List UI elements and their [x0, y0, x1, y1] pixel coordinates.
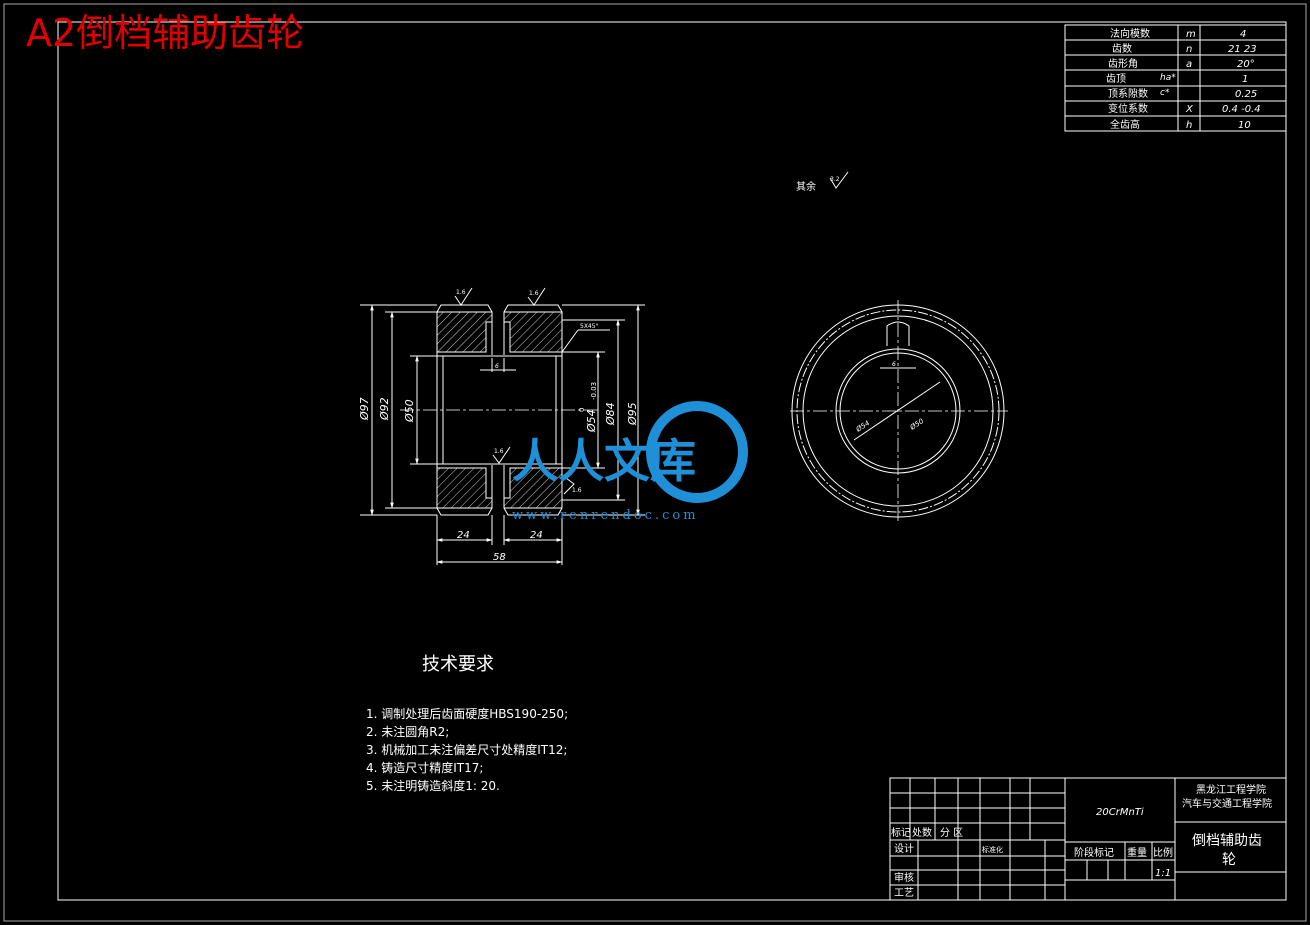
- end-view: 6 Ø54 Ø50: [790, 300, 1008, 522]
- dim-d97: Ø97: [358, 397, 371, 421]
- param-symbol: ha*: [1160, 73, 1176, 83]
- dim-w24-right: 24: [530, 530, 543, 541]
- dim-d95: Ø95: [626, 402, 639, 426]
- param-value: 10: [1238, 120, 1251, 131]
- param-name: 齿顶: [1106, 73, 1126, 85]
- gear-param-table: 法向模数 m 4 齿数 n 21 23 齿形角 a 20° 齿顶 ha* 1 顶…: [1064, 24, 1287, 132]
- tb-scale-value: 1:1: [1155, 868, 1171, 879]
- tech-req-item: 5. 未注明铸造斜度1: 20.: [366, 778, 500, 793]
- tech-req-item: 3. 机械加工未注偏差尺寸处精度IT12;: [366, 742, 567, 757]
- hatch-top-right: [503, 311, 563, 353]
- tb-label-zone: 分 区: [940, 827, 963, 839]
- roughness-bottom: 1.6: [494, 448, 504, 455]
- dim-d84: Ø84: [604, 402, 617, 426]
- param-symbol: m: [1186, 29, 1196, 40]
- dim-d54: Ø54: [585, 409, 598, 433]
- tb-label-process: 工艺: [894, 887, 914, 899]
- watermark-logo-ring: [646, 401, 748, 503]
- tech-requirements: 技术要求 1. 调制处理后齿面硬度HBS190-250; 2. 未注圆角R2; …: [366, 654, 568, 793]
- tech-req-title: 技术要求: [422, 654, 494, 675]
- param-symbol: h: [1186, 120, 1192, 131]
- tech-req-item: 2. 未注圆角R2;: [366, 724, 449, 739]
- dim-slot6: 6: [495, 363, 499, 370]
- param-value: 21 23: [1228, 44, 1257, 55]
- roughness-note-text: 其余: [796, 180, 816, 193]
- tb-label-design: 设计: [894, 842, 914, 855]
- roughness-note-value: 3.2: [830, 176, 840, 183]
- roughness-side: 1.6: [572, 487, 582, 494]
- param-value: 0.4 -0.4: [1222, 104, 1261, 115]
- roughness-top-right: 1.6: [529, 290, 539, 297]
- dim-d50: Ø50: [403, 399, 416, 423]
- sheet-inner-border: [57, 21, 1287, 901]
- title-block: 20CrMnTi 黑龙江工程学院 汽车与交通工程学院 倒档辅助齿 轮 标记 处数…: [889, 777, 1287, 901]
- param-name: 变位系数: [1108, 102, 1148, 115]
- tb-material: 20CrMnTi: [1096, 807, 1144, 818]
- watermark-url: www.renrendoc.com: [512, 508, 699, 523]
- tb-school-line2: 汽车与交通工程学院: [1182, 797, 1272, 810]
- param-symbol: a: [1186, 59, 1192, 70]
- param-symbol: c*: [1160, 88, 1170, 98]
- end-dim-d54: Ø54: [854, 419, 871, 434]
- watermark-text: 人人文库: [512, 434, 696, 488]
- param-name: 齿形角: [1108, 58, 1138, 70]
- tb-school-line1: 黑龙江工程学院: [1196, 783, 1266, 796]
- tb-label-scale: 比例: [1153, 846, 1173, 859]
- dim-d54-tol-lower: -0.03: [590, 382, 598, 400]
- tb-part-name-2: 轮: [1222, 852, 1236, 868]
- param-name: 齿数: [1112, 42, 1132, 55]
- param-value: 0.25: [1235, 89, 1257, 100]
- tb-label-mark: 标记: [891, 827, 911, 839]
- param-value: 4: [1240, 29, 1246, 40]
- dim-w58: 58: [493, 552, 506, 563]
- tb-part-name-1: 倒档辅助齿: [1192, 833, 1262, 849]
- tb-label-stage: 阶段标记: [1074, 846, 1114, 859]
- tb-label-count: 处数: [912, 826, 932, 839]
- end-dim-d50: Ø50: [908, 417, 926, 432]
- param-name: 全齿高: [1110, 118, 1140, 131]
- param-symbol: n: [1186, 44, 1192, 55]
- sheet-outer-border: [3, 3, 1307, 922]
- tb-label-review: 审核: [894, 871, 914, 884]
- param-value: 1: [1242, 74, 1248, 85]
- watermark: 人人文库 www.renrendoc.com: [512, 401, 748, 523]
- param-symbol: X: [1185, 104, 1194, 115]
- hatch-bottom-left: [436, 467, 493, 509]
- dim-d92: Ø92: [378, 397, 391, 421]
- roughness-top-left: 1.6: [456, 289, 466, 296]
- param-name: 顶系隙数: [1108, 87, 1148, 100]
- tb-label-std: 标准化: [982, 845, 1003, 854]
- roughness-note: 其余 3.2: [796, 171, 849, 193]
- tech-req-item: 4. 铸造尺寸精度IT17;: [366, 760, 483, 775]
- section-view: Ø97 Ø92 Ø50 Ø54 0 -0.03 Ø84 Ø95 5X45°: [358, 287, 645, 565]
- param-value: 20°: [1237, 59, 1255, 70]
- hatch-top-left: [436, 311, 493, 353]
- dim-chamfer: 5X45°: [580, 323, 599, 330]
- dim-d54-tol-upper: 0: [578, 408, 586, 412]
- dim-w24-left: 24: [457, 530, 470, 541]
- end-dim-slot: 6: [892, 361, 896, 368]
- title-banner: A2倒档辅助齿轮: [26, 11, 304, 55]
- tech-req-item: 1. 调制处理后齿面硬度HBS190-250;: [366, 706, 568, 721]
- param-name: 法向模数: [1110, 27, 1150, 40]
- tb-label-weight: 重量: [1127, 846, 1147, 859]
